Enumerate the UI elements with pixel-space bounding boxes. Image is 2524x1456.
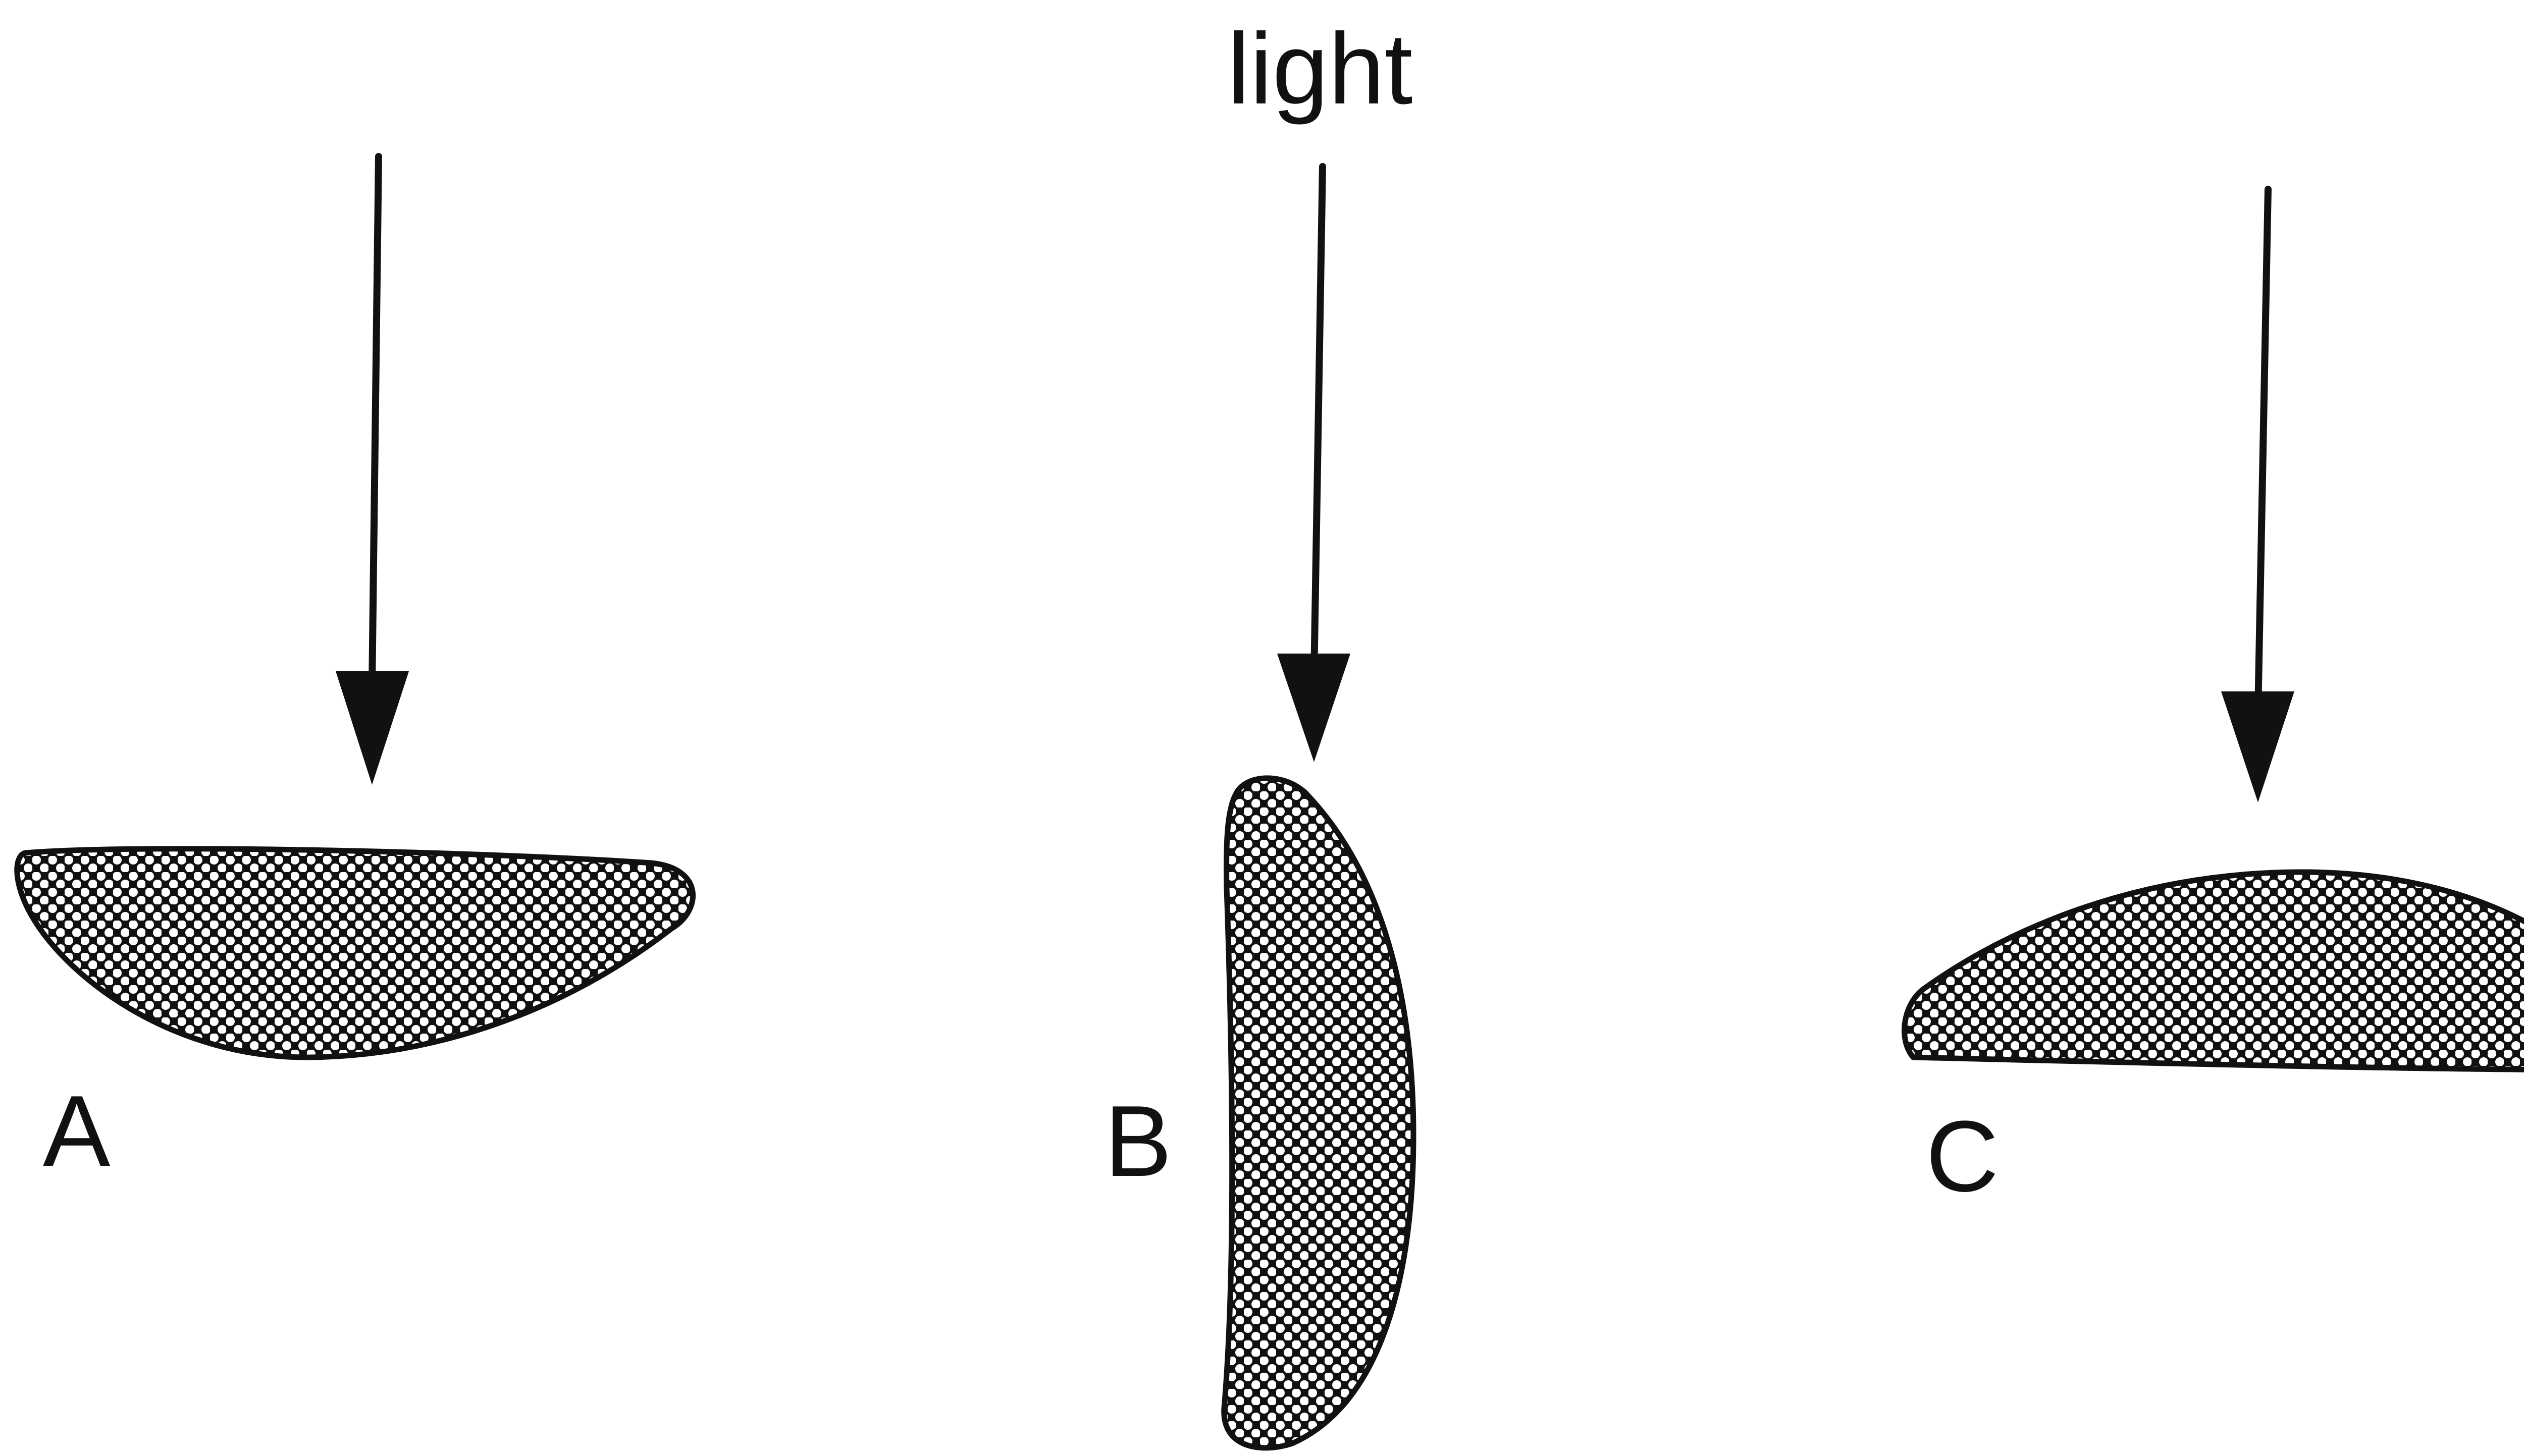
lens-b <box>1224 778 1413 1448</box>
light-ray-a <box>336 156 409 785</box>
light-ray-c <box>2221 189 2294 802</box>
arrowhead-b <box>1277 654 1350 762</box>
lens-c-label: C <box>1926 1100 1999 1213</box>
lens-b-label: B <box>1105 1085 1172 1198</box>
lens-a-label: A <box>43 1075 111 1188</box>
light-label: light <box>1228 13 1413 125</box>
light-ray-b <box>1277 167 1350 762</box>
lens-c <box>1905 872 2524 1070</box>
arrowhead-a <box>336 671 409 785</box>
arrowhead-c <box>2221 691 2294 802</box>
lens-a <box>17 849 693 1057</box>
